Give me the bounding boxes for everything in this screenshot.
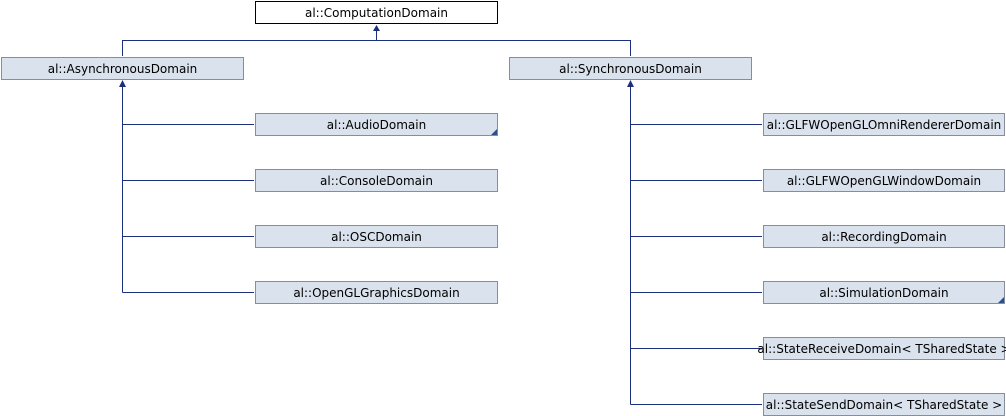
class-node-label: al::StateReceiveDomain< TSharedState > [757,341,1006,356]
class-node-label: al::RecordingDomain [821,229,947,244]
class-node-asynchronous-domain[interactable]: al::AsynchronousDomain [1,57,244,80]
class-node-opengl-graphics-domain[interactable]: al::OpenGLGraphicsDomain [255,281,498,304]
class-node-label: al::SimulationDomain [819,285,949,300]
more-subclasses-marker-icon [998,297,1004,303]
class-node-console-domain[interactable]: al::ConsoleDomain [255,169,498,192]
arrowhead-root [373,25,380,31]
arrowhead-sync [627,80,634,87]
class-node-glfw-opengl-omni-renderer-domain[interactable]: al::GLFWOpenGLOmniRendererDomain [763,113,1005,136]
class-node-label: al::AsynchronousDomain [47,61,198,76]
class-node-audio-domain[interactable]: al::AudioDomain [255,113,498,136]
arrowhead-async [119,80,126,87]
class-node-label: al::OSCDomain [331,229,422,244]
class-node-label: al::OpenGLGraphicsDomain [293,285,460,300]
class-node-label: al::GLFWOpenGLOmniRendererDomain [766,117,1002,132]
edge-root-to-parents [122,40,631,56]
class-node-label: al::ConsoleDomain [320,173,433,188]
class-node-label: al::ComputationDomain [304,5,448,20]
class-node-recording-domain[interactable]: al::RecordingDomain [763,225,1005,248]
class-node-glfw-opengl-window-domain[interactable]: al::GLFWOpenGLWindowDomain [763,169,1005,192]
class-node-state-send-domain[interactable]: al::StateSendDomain< TSharedState > [763,393,1005,416]
class-node-label: al::StateSendDomain< TSharedState > [765,397,1003,412]
class-node-osc-domain[interactable]: al::OSCDomain [255,225,498,248]
class-node-computation-domain: al::ComputationDomain [255,1,498,24]
class-node-label: al::SynchronousDomain [559,61,702,76]
class-node-state-receive-domain[interactable]: al::StateReceiveDomain< TSharedState > [757,337,1006,360]
more-subclasses-marker-icon [491,129,497,135]
class-node-label: al::GLFWOpenGLWindowDomain [786,173,982,188]
class-node-simulation-domain[interactable]: al::SimulationDomain [763,281,1005,304]
class-node-label: al::AudioDomain [326,117,427,132]
class-node-synchronous-domain[interactable]: al::SynchronousDomain [509,57,752,80]
